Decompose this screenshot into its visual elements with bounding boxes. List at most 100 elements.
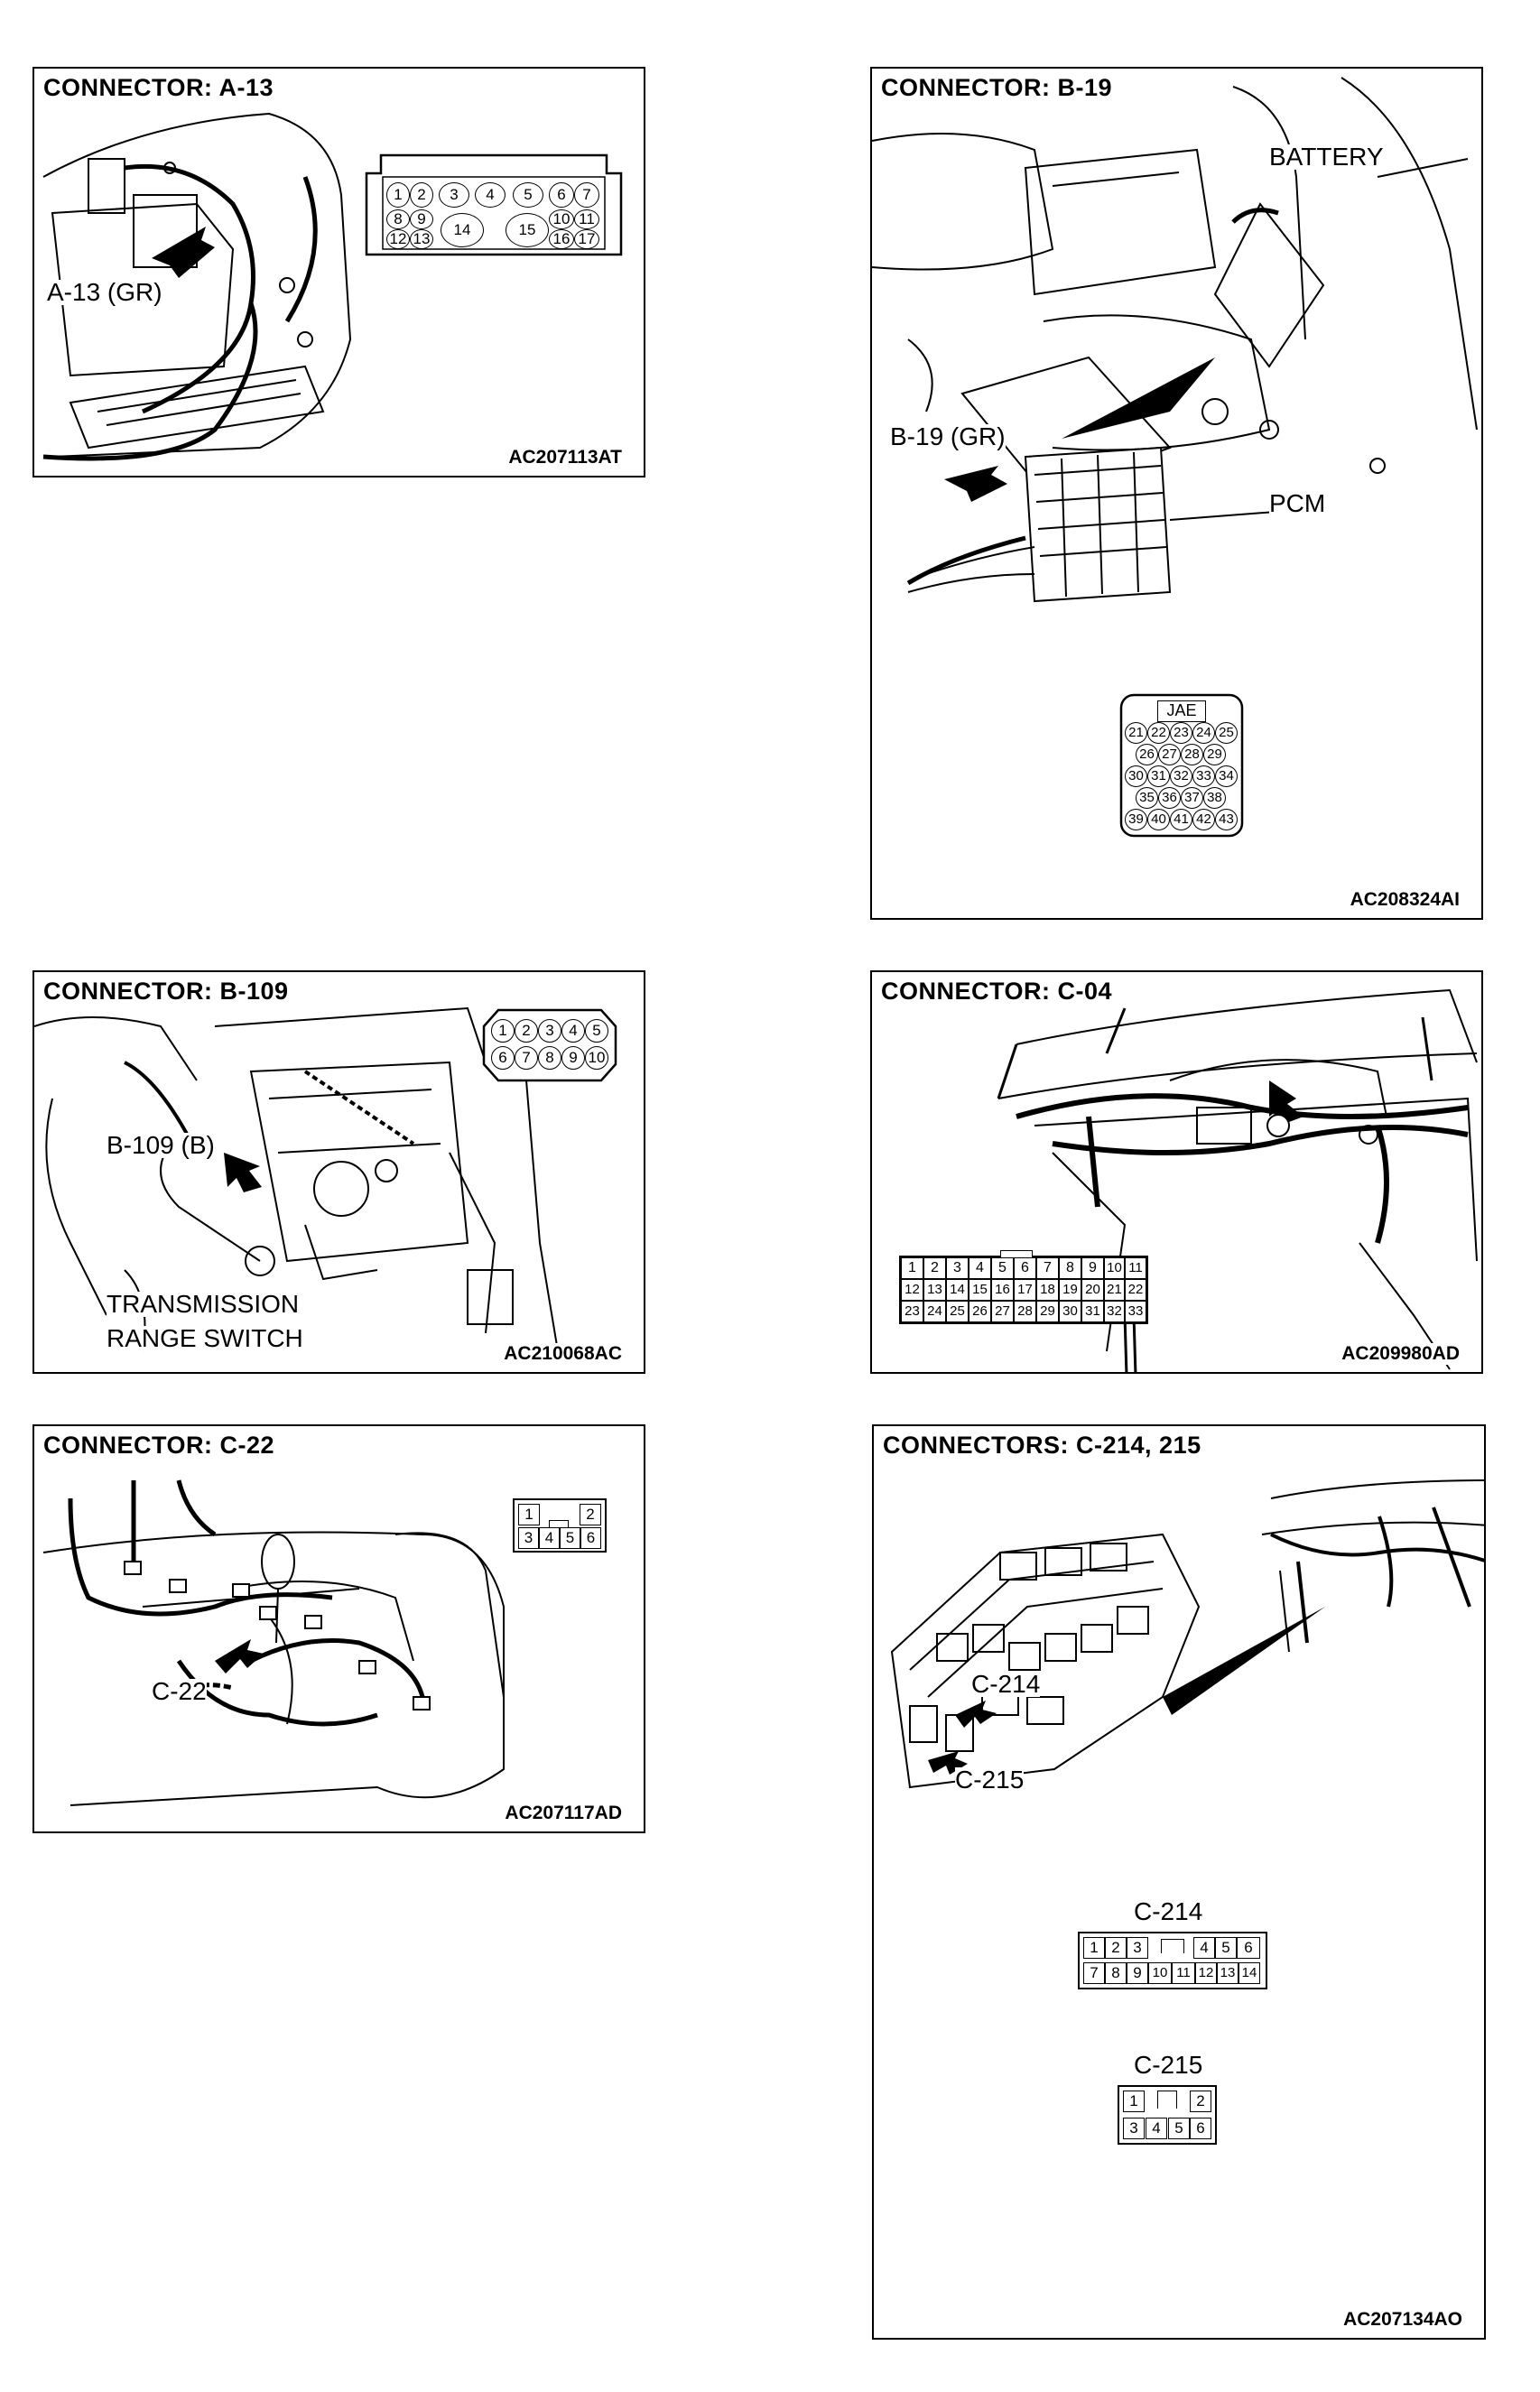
pin: 5 <box>1168 2118 1190 2139</box>
pin: 6 <box>549 182 574 208</box>
pin: 9 <box>410 209 433 229</box>
pcm-label: PCM <box>1269 489 1326 517</box>
location-label-c215: C-215 <box>955 1766 1025 1794</box>
pin: 33 <box>1125 1301 1146 1322</box>
pin: 21 <box>1104 1279 1125 1301</box>
pin: 1 <box>1083 1937 1105 1959</box>
pin: 10 <box>1104 1257 1125 1279</box>
pin: 9 <box>1127 1962 1148 1984</box>
pin: 4 <box>539 1527 560 1549</box>
location-label-c214: C-214 <box>971 1670 1041 1698</box>
pin: 10 <box>549 209 574 229</box>
pin: 10 <box>1148 1962 1172 1984</box>
figure-code: AC207134AO <box>1343 2309 1462 2331</box>
pin: 16 <box>991 1279 1014 1301</box>
pin: 42 <box>1192 809 1215 830</box>
pin: 40 <box>1147 809 1170 830</box>
pin: 28 <box>1181 744 1203 765</box>
pin: 9 <box>561 1046 585 1070</box>
pin: 3 <box>946 1257 969 1279</box>
connector-a13-face: 1 2 3 4 5 6 7 8 9 14 15 10 11 12 13 16 1… <box>363 146 625 262</box>
pin: 10 <box>585 1046 608 1070</box>
location-label: C-22 <box>152 1677 207 1705</box>
pin: 5 <box>991 1257 1014 1279</box>
pin: 1 <box>386 182 410 208</box>
pin: 3 <box>538 1019 561 1043</box>
pin: 14 <box>946 1279 969 1301</box>
pin: 39 <box>1125 809 1147 830</box>
connector-c214-face: 1 2 3 4 5 6 7 8 9 10 11 12 13 14 <box>1078 1932 1267 1989</box>
pin: 5 <box>560 1527 580 1549</box>
figure-code: AC209980AD <box>1341 1343 1460 1365</box>
pin: 2 <box>410 182 433 208</box>
pin: 5 <box>1215 1937 1237 1959</box>
pin: 9 <box>1081 1257 1104 1279</box>
pin: 7 <box>1036 1257 1059 1279</box>
pin: 34 <box>1215 765 1238 787</box>
pin: 18 <box>1036 1279 1059 1301</box>
pin: 21 <box>1125 722 1147 744</box>
pin: 30 <box>1059 1301 1081 1322</box>
pin: 26 <box>1136 744 1158 765</box>
pin: 32 <box>1170 765 1192 787</box>
pin: 6 <box>1237 1937 1260 1959</box>
panel-connector-c04: CONNECTOR: C-04 AC209980AD 1 2 3 4 5 6 7… <box>870 970 1483 1374</box>
pin: 2 <box>1190 2091 1211 2112</box>
maker-label: JAE <box>1157 700 1206 722</box>
pin: 17 <box>1014 1279 1036 1301</box>
panel-connectors-c214-c215: CONNECTORS: C-214, 215 C-214 C-215 AC207… <box>872 1424 1486 2340</box>
pin: 37 <box>1181 787 1203 809</box>
pin: 31 <box>1081 1301 1104 1322</box>
battery-label: BATTERY <box>1269 143 1384 171</box>
figure-code: AC208324AI <box>1350 889 1460 911</box>
pin: 29 <box>1036 1301 1059 1322</box>
connector-b109-face: 1 2 3 4 5 6 7 8 9 10 <box>482 1008 617 1082</box>
pin: 8 <box>1105 1962 1127 1984</box>
connector-caption-c215: C-215 <box>1134 2051 1203 2079</box>
panel-connector-a13: CONNECTOR: A-13 A-13 (GR) AC207113AT 1 2… <box>32 67 645 477</box>
pin: 6 <box>1014 1257 1036 1279</box>
pin: 24 <box>1192 722 1215 744</box>
figure-code: AC210068AC <box>504 1343 622 1365</box>
pin: 13 <box>1217 1962 1238 1984</box>
pin: 12 <box>1195 1962 1217 1984</box>
pin: 25 <box>946 1301 969 1322</box>
pin: 28 <box>1014 1301 1036 1322</box>
pin: 5 <box>513 182 543 208</box>
pin: 7 <box>574 182 599 208</box>
pin: 41 <box>1170 809 1192 830</box>
pin: 31 <box>1147 765 1170 787</box>
pin: 12 <box>901 1279 923 1301</box>
pin: 27 <box>991 1301 1014 1322</box>
pin: 27 <box>1158 744 1181 765</box>
pin: 26 <box>969 1301 991 1322</box>
pin: 8 <box>386 209 410 229</box>
transmission-range-switch-label: RANGE SWITCH <box>107 1324 303 1352</box>
pin: 4 <box>561 1019 585 1043</box>
pin: 4 <box>1146 2118 1167 2139</box>
panel-connector-b19: CONNECTOR: B-19 BATTERY B-19 (GR) PCM AC… <box>870 67 1483 920</box>
pin: 33 <box>1192 765 1215 787</box>
pin: 6 <box>580 1527 601 1549</box>
pin: 43 <box>1215 809 1238 830</box>
connector-c215-face: 1 2 3 4 5 6 <box>1118 2085 1217 2145</box>
pin: 2 <box>580 1504 601 1525</box>
pin: 3 <box>439 182 469 208</box>
pin: 6 <box>491 1046 515 1070</box>
pin: 20 <box>1081 1279 1104 1301</box>
pin: 8 <box>538 1046 561 1070</box>
panel-connector-b109: CONNECTOR: B-109 B-109 (B) TRANSMISSION … <box>32 970 645 1374</box>
figure-code: AC207113AT <box>508 447 622 468</box>
panel-title: CONNECTOR: C-04 <box>881 978 1117 1006</box>
pin: 2 <box>1105 1937 1127 1959</box>
battery-pcm-illustration <box>872 77 1478 603</box>
pin: 3 <box>518 1527 539 1549</box>
engine-bay-illustration <box>42 112 352 461</box>
pin: 8 <box>1059 1257 1081 1279</box>
pin: 4 <box>969 1257 991 1279</box>
pin: 11 <box>574 209 599 229</box>
pin: 3 <box>1123 2118 1145 2139</box>
pin: 1 <box>1123 2091 1145 2112</box>
pin: 30 <box>1125 765 1147 787</box>
pin: 4 <box>1193 1937 1215 1959</box>
